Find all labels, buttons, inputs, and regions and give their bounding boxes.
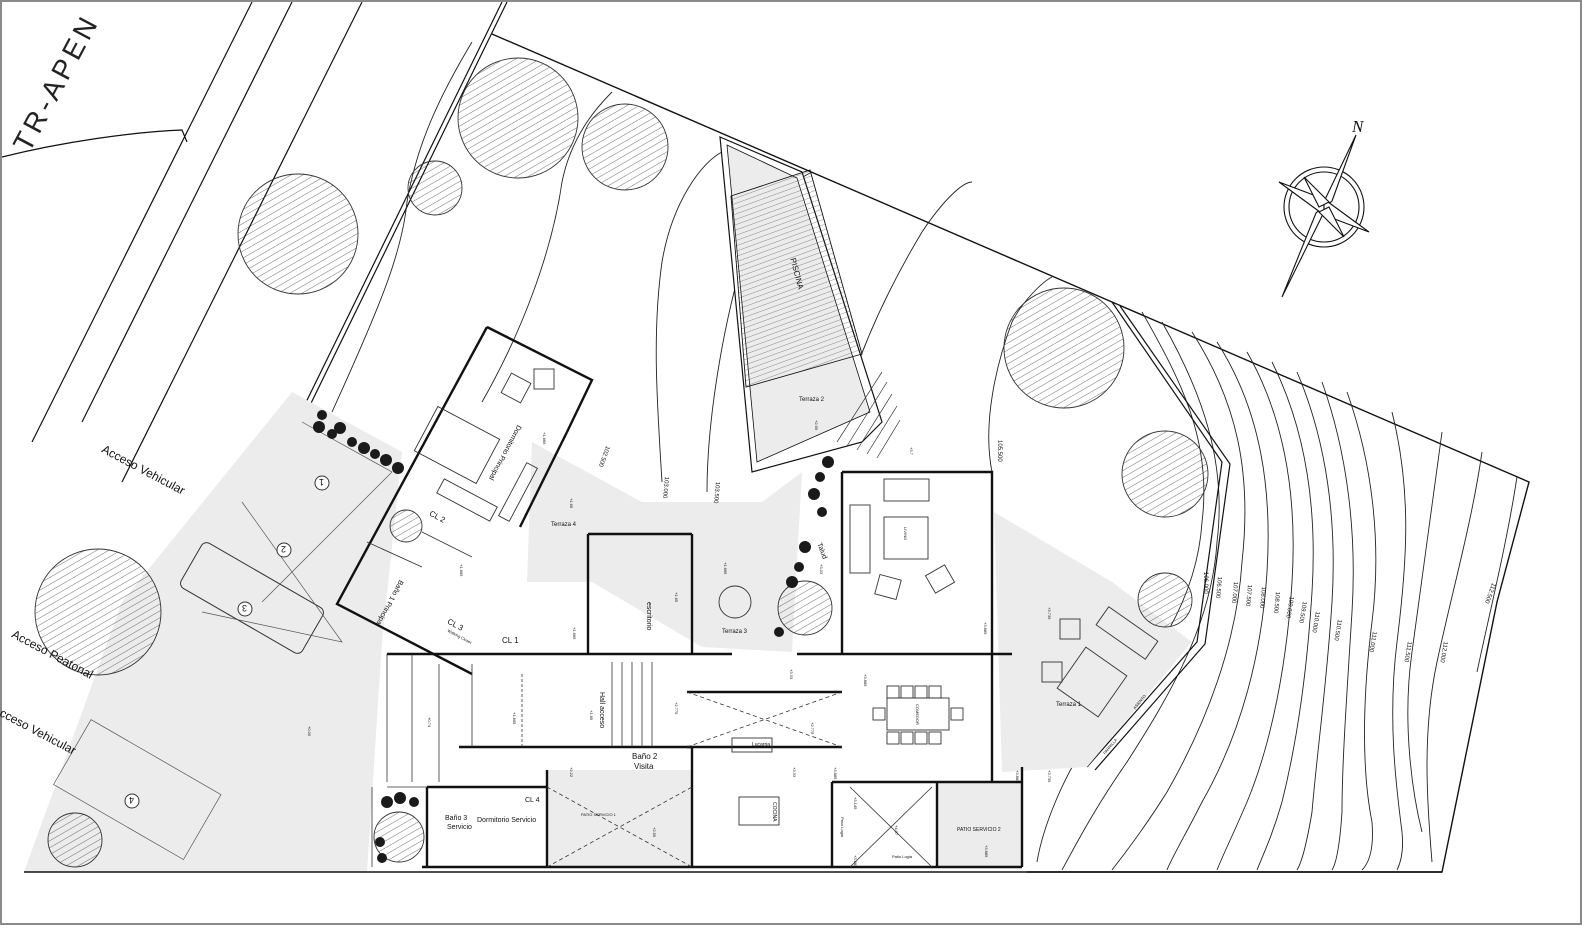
parking-numbers <box>124 475 330 809</box>
level-marker: +2.22 <box>569 767 574 778</box>
contour-label: 106.000 <box>1202 572 1208 594</box>
level-marker: +0.74 <box>427 717 432 728</box>
closet-1-label: CL 1 <box>502 636 519 645</box>
guest-bath-sub-label: Visita <box>634 762 654 771</box>
level-marker: +3.735 <box>1047 770 1052 783</box>
level-marker: +1.65 <box>569 498 574 509</box>
level-marker: +3.885 <box>833 767 838 780</box>
level-marker: +3.735 <box>1047 607 1052 620</box>
dining-label: COMEDOR <box>915 704 920 725</box>
dining-furniture <box>872 685 964 745</box>
master-wing <box>335 325 594 676</box>
loggia-pass-label: Paso Logia <box>840 817 845 838</box>
pool <box>719 136 883 473</box>
interior-thin <box>371 654 933 868</box>
level-marker: +1.665 <box>542 432 547 445</box>
level-marker: +1.65 <box>589 710 594 721</box>
terrace-4-floor <box>527 442 802 652</box>
contour-label: 105.500 <box>996 440 1002 462</box>
terrace-1-label: Terraza 1 <box>1056 702 1082 708</box>
living-label: LIVING <box>903 527 908 541</box>
contours-west <box>331 41 1053 493</box>
level-marker: +1.665 <box>572 627 577 640</box>
kitchen-furniture <box>731 737 780 826</box>
level-marker: +3.885 <box>984 845 989 858</box>
level-marker: +3.7 <box>909 447 914 455</box>
service-bath-label: Baño 3 <box>445 815 468 822</box>
contours-east <box>1036 311 1518 871</box>
level-marker: +3.885 <box>863 674 868 687</box>
level-marker: +1.665 <box>512 712 517 725</box>
level-marker: +1.65 <box>674 592 679 603</box>
service-bath-sub-label: Servicio <box>447 824 472 831</box>
terrace1-furniture <box>1041 606 1159 718</box>
parking-number-4: 4 <box>129 795 135 805</box>
north-label: N <box>1352 117 1364 136</box>
terrace-1-floor <box>994 512 1192 772</box>
terrace-4-label: Terraza 4 <box>551 522 577 528</box>
service-patio-2-label: PATIO SERVICIO 2 <box>957 827 1001 833</box>
level-marker: +4.07 <box>894 825 899 836</box>
terrace-3-label: Terraza 3 <box>722 629 748 635</box>
site-boundary <box>24 33 1530 873</box>
trees <box>34 57 1209 868</box>
level-marker: +3.885 <box>853 855 858 868</box>
parking-area <box>24 392 402 872</box>
north-arrow-icon <box>1278 134 1370 298</box>
laundry-label: Lucarna <box>752 742 771 748</box>
parking-number-2: 2 <box>281 544 287 554</box>
kitchen-label: COCINA <box>771 802 777 822</box>
level-marker: +2.59 <box>814 420 819 431</box>
parking-number-1: 1 <box>319 477 325 487</box>
living-furniture <box>849 478 956 601</box>
terrace3-table <box>718 585 752 619</box>
level-marker: +2.775 <box>674 702 679 715</box>
service-bedroom-label: Dormitorio Servicio <box>477 817 537 824</box>
shrubs <box>313 410 834 863</box>
service-patio1-floor <box>547 770 692 867</box>
parking-number-3: 3 <box>242 603 248 613</box>
guest-bath-label: Baño 2 <box>632 752 658 761</box>
loggia-label: Patio Logia <box>892 854 913 859</box>
level-marker: +3.33 <box>792 767 797 778</box>
level-marker: +3.33 <box>819 564 824 575</box>
closet-4-label: CL 4 <box>525 797 540 804</box>
level-marker: +3.885 <box>1015 770 1020 783</box>
terrace-2-label: Terraza 2 <box>799 397 825 403</box>
main-walls <box>387 470 1024 869</box>
hall-label: Hall acceso <box>598 692 605 729</box>
service-patio-floor <box>937 782 1022 867</box>
level-marker: +2.59 <box>652 827 657 838</box>
service-patio-1-label: PATIO SERVICIO 1 <box>581 812 616 817</box>
master-interior <box>366 368 555 568</box>
level-marker: +2.775 <box>810 722 815 735</box>
level-marker: +0.00 <box>307 726 312 737</box>
car <box>180 542 324 654</box>
level-marker: +3.145 <box>853 797 858 810</box>
terrace2-stairs <box>836 371 901 459</box>
level-marker: +3.885 <box>983 622 988 635</box>
retaining-wall-east <box>1086 301 1231 771</box>
level-marker: +3.33 <box>789 669 794 680</box>
level-marker: +1.665 <box>723 562 728 575</box>
office-label: escritorio <box>645 602 652 631</box>
level-marker: +1.665 <box>459 564 464 577</box>
